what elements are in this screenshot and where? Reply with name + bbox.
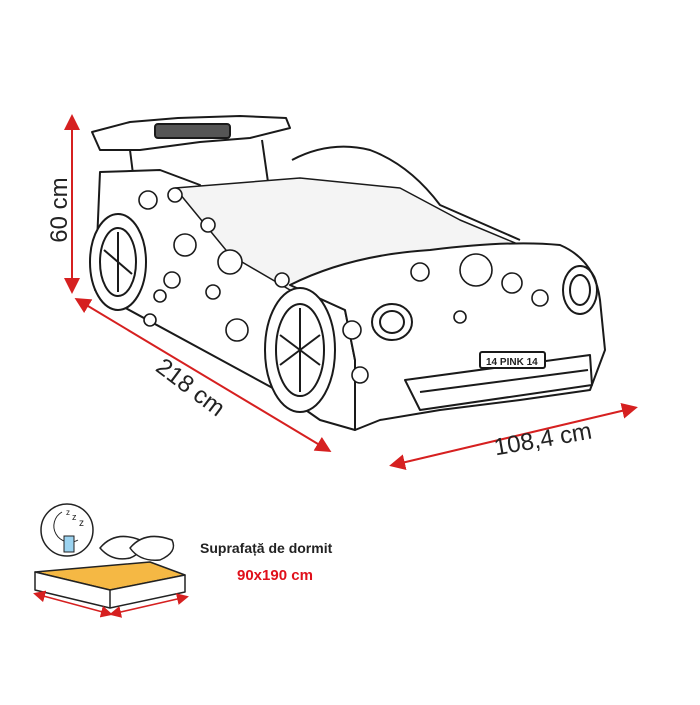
width-arrow — [389, 402, 638, 471]
car-bed-illustration — [89, 115, 606, 431]
length-arrow — [74, 297, 332, 453]
svg-text:z: z — [79, 518, 84, 529]
sleeping-surface-label: Suprafață de dormit — [200, 540, 333, 556]
svg-text:z: z — [66, 508, 70, 517]
license-plate: 14 PINK 14 — [486, 357, 538, 368]
height-label: 60 cm — [46, 177, 73, 243]
sleeping-surface-size: 90x190 cm — [237, 567, 313, 584]
svg-text:z: z — [72, 512, 77, 522]
bed-width-arrow — [109, 593, 189, 618]
flower-decorations — [138, 187, 549, 384]
moon-sleep-icon: z z z — [40, 503, 94, 557]
bed-length-arrow — [33, 590, 113, 618]
